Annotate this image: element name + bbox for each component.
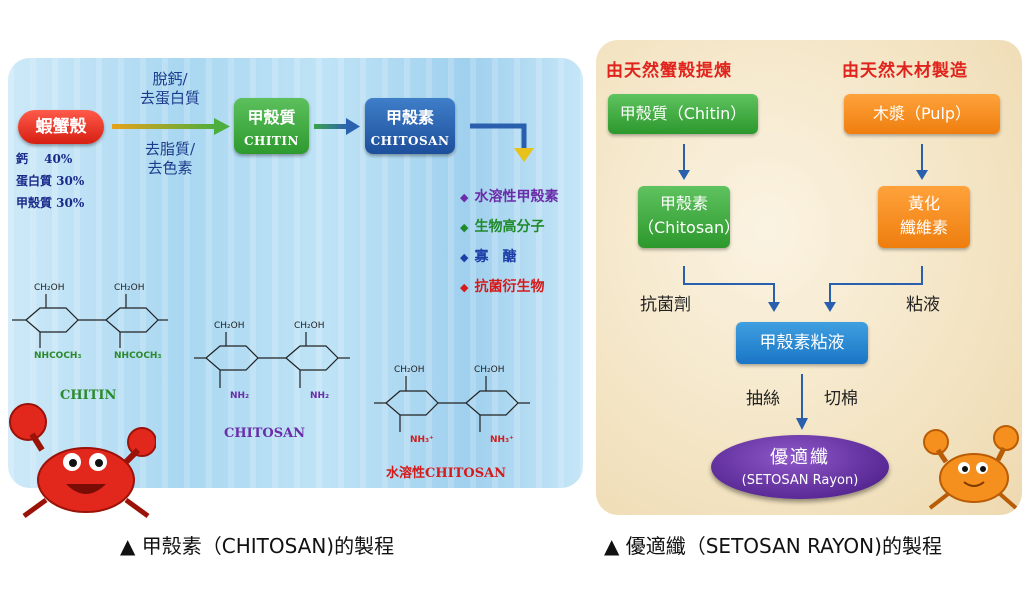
source-crab-title: 由天然蟹殼提煉 bbox=[606, 61, 732, 81]
rayon-en: (SETOSAN Rayon) bbox=[741, 473, 859, 488]
derivative-water-soluble: ◆水溶性甲殼素 bbox=[460, 189, 559, 205]
chitin-structure bbox=[12, 294, 168, 348]
chitosan-viscose-box: 甲殼素粘液 bbox=[736, 322, 868, 364]
derivative-label: 寡 醣 bbox=[474, 249, 517, 265]
arrow-source-to-chitin bbox=[112, 118, 230, 135]
orange-crab-mascot bbox=[923, 425, 1019, 510]
viscose-label: 粘液 bbox=[906, 295, 940, 315]
chitin-box-right: 甲殼質（Chitin） bbox=[608, 94, 758, 134]
step-bottom-line1: 去脂質/ bbox=[144, 140, 196, 158]
water-soluble-chitosan-structure bbox=[374, 376, 530, 432]
ws-nh3-2: NH₃⁺ bbox=[490, 435, 514, 445]
pulp-box: 木漿（Pulp） bbox=[844, 94, 1000, 134]
composition-protein: 蛋白質 30% bbox=[16, 174, 85, 188]
step-delipid-decolor: 去脂質/ 去色素 bbox=[120, 140, 220, 178]
ws-nh3-1: NH₃⁺ bbox=[410, 435, 434, 445]
red-crab-mascot bbox=[9, 403, 156, 519]
chitosan-box-right: 甲殼素 （Chitosan） bbox=[638, 186, 741, 248]
xanthate-line2: 纖維素 bbox=[899, 218, 948, 237]
chitin-nhcoch3-2: NHCOCH₃ bbox=[114, 351, 161, 361]
composition-calcium: 鈣 40% bbox=[16, 152, 73, 166]
arrow-chitin-to-chitosan bbox=[314, 118, 360, 135]
chitosan-nh2-2: NH₂ bbox=[310, 391, 329, 401]
chitosan-box-en: CHITOSAN bbox=[370, 134, 450, 148]
chitin-box-en: CHITIN bbox=[243, 134, 299, 148]
derivative-label: 水溶性甲殼素 bbox=[474, 189, 559, 205]
chitosan-box-zh: 甲殼素 bbox=[385, 108, 434, 127]
derivative-label: 生物高分子 bbox=[474, 219, 545, 235]
chitosan-nh2-1: NH₂ bbox=[230, 391, 249, 401]
chitosan-ch2oh-1: CH₂OH bbox=[214, 321, 245, 331]
setosan-rayon-ellipse: 優適纖 (SETOSAN Rayon) bbox=[711, 435, 889, 499]
setosan-rayon-process-panel: 由天然蟹殼提煉 由天然木材製造 甲殼質（Chitin） 木漿（Pulp） 甲殼素… bbox=[596, 40, 1022, 515]
source-wood-title: 由天然木材製造 bbox=[842, 61, 968, 81]
arrow-chitosan-to-derivatives bbox=[470, 123, 534, 162]
chitosan-en: （Chitosan） bbox=[638, 218, 741, 237]
antibacterial-agent-label: 抗菌劑 bbox=[640, 295, 691, 315]
molecular-structures: CH₂OH CH₂OH CH₂OH CH₂OH CH₂OH CH₂OH NHCO… bbox=[12, 283, 530, 445]
step-top-line1: 脫鈣/ bbox=[152, 70, 188, 88]
right-caption: ▲ 優適纖（SETOSAN RAYON)的製程 bbox=[604, 534, 942, 558]
spinning-label: 抽絲 bbox=[746, 389, 780, 409]
rayon-zh: 優適纖 bbox=[770, 447, 830, 468]
chitin-nhcoch3-1: NHCOCH₃ bbox=[34, 351, 81, 361]
derivative-oligosaccharide: ◆寡 醣 bbox=[460, 249, 517, 265]
xanthate-line1: 黃化 bbox=[907, 194, 940, 213]
chitin-ch2oh-2: CH₂OH bbox=[114, 283, 145, 293]
xanthate-cellulose-box: 黃化 纖維素 bbox=[878, 186, 970, 248]
step-bottom-line2: 去色素 bbox=[147, 159, 193, 177]
chitosan-structure bbox=[194, 332, 350, 388]
chitosan-ch2oh-2: CH₂OH bbox=[294, 321, 325, 331]
composition-chitin: 甲殼質 30% bbox=[16, 196, 85, 210]
right-flow-arrows bbox=[678, 144, 928, 430]
derivative-biopolymer: ◆生物高分子 bbox=[460, 219, 545, 235]
ws-ch2oh-1: CH₂OH bbox=[394, 365, 425, 375]
ws-ch2oh-2: CH₂OH bbox=[474, 365, 505, 375]
step-decalcify-deprotein: 脫鈣/ 去蛋白質 bbox=[120, 70, 220, 108]
chitin-box-zh: 甲殼質 bbox=[247, 108, 296, 127]
chitin-box: 甲殼質 CHITIN bbox=[234, 98, 309, 154]
chitosan-zh: 甲殼素 bbox=[659, 194, 708, 213]
chitosan-structure-label: CHITOSAN bbox=[224, 426, 306, 441]
water-soluble-chitosan-label: 水溶性CHITOSAN bbox=[386, 466, 507, 481]
source-crab-shell-box: 蝦蟹殼 bbox=[18, 110, 104, 144]
step-top-line2: 去蛋白質 bbox=[139, 89, 200, 107]
derivative-label: 抗菌衍生物 bbox=[474, 279, 545, 295]
chitosan-box: 甲殼素 CHITOSAN bbox=[365, 98, 455, 154]
flow-arrows bbox=[112, 118, 534, 162]
left-caption: ▲ 甲殼素（CHITOSAN)的製程 bbox=[120, 534, 395, 558]
chitosan-process-panel: 蝦蟹殼 鈣 40% 蛋白質 30% 甲殼質 30% 脫鈣/ 去蛋白質 去脂質/ … bbox=[8, 58, 583, 488]
derivative-antibacterial: ◆抗菌衍生物 bbox=[460, 279, 545, 295]
chitin-structure-label: CHITIN bbox=[60, 388, 117, 403]
cutting-label: 切棉 bbox=[824, 389, 858, 409]
chitin-ch2oh-1: CH₂OH bbox=[34, 283, 65, 293]
